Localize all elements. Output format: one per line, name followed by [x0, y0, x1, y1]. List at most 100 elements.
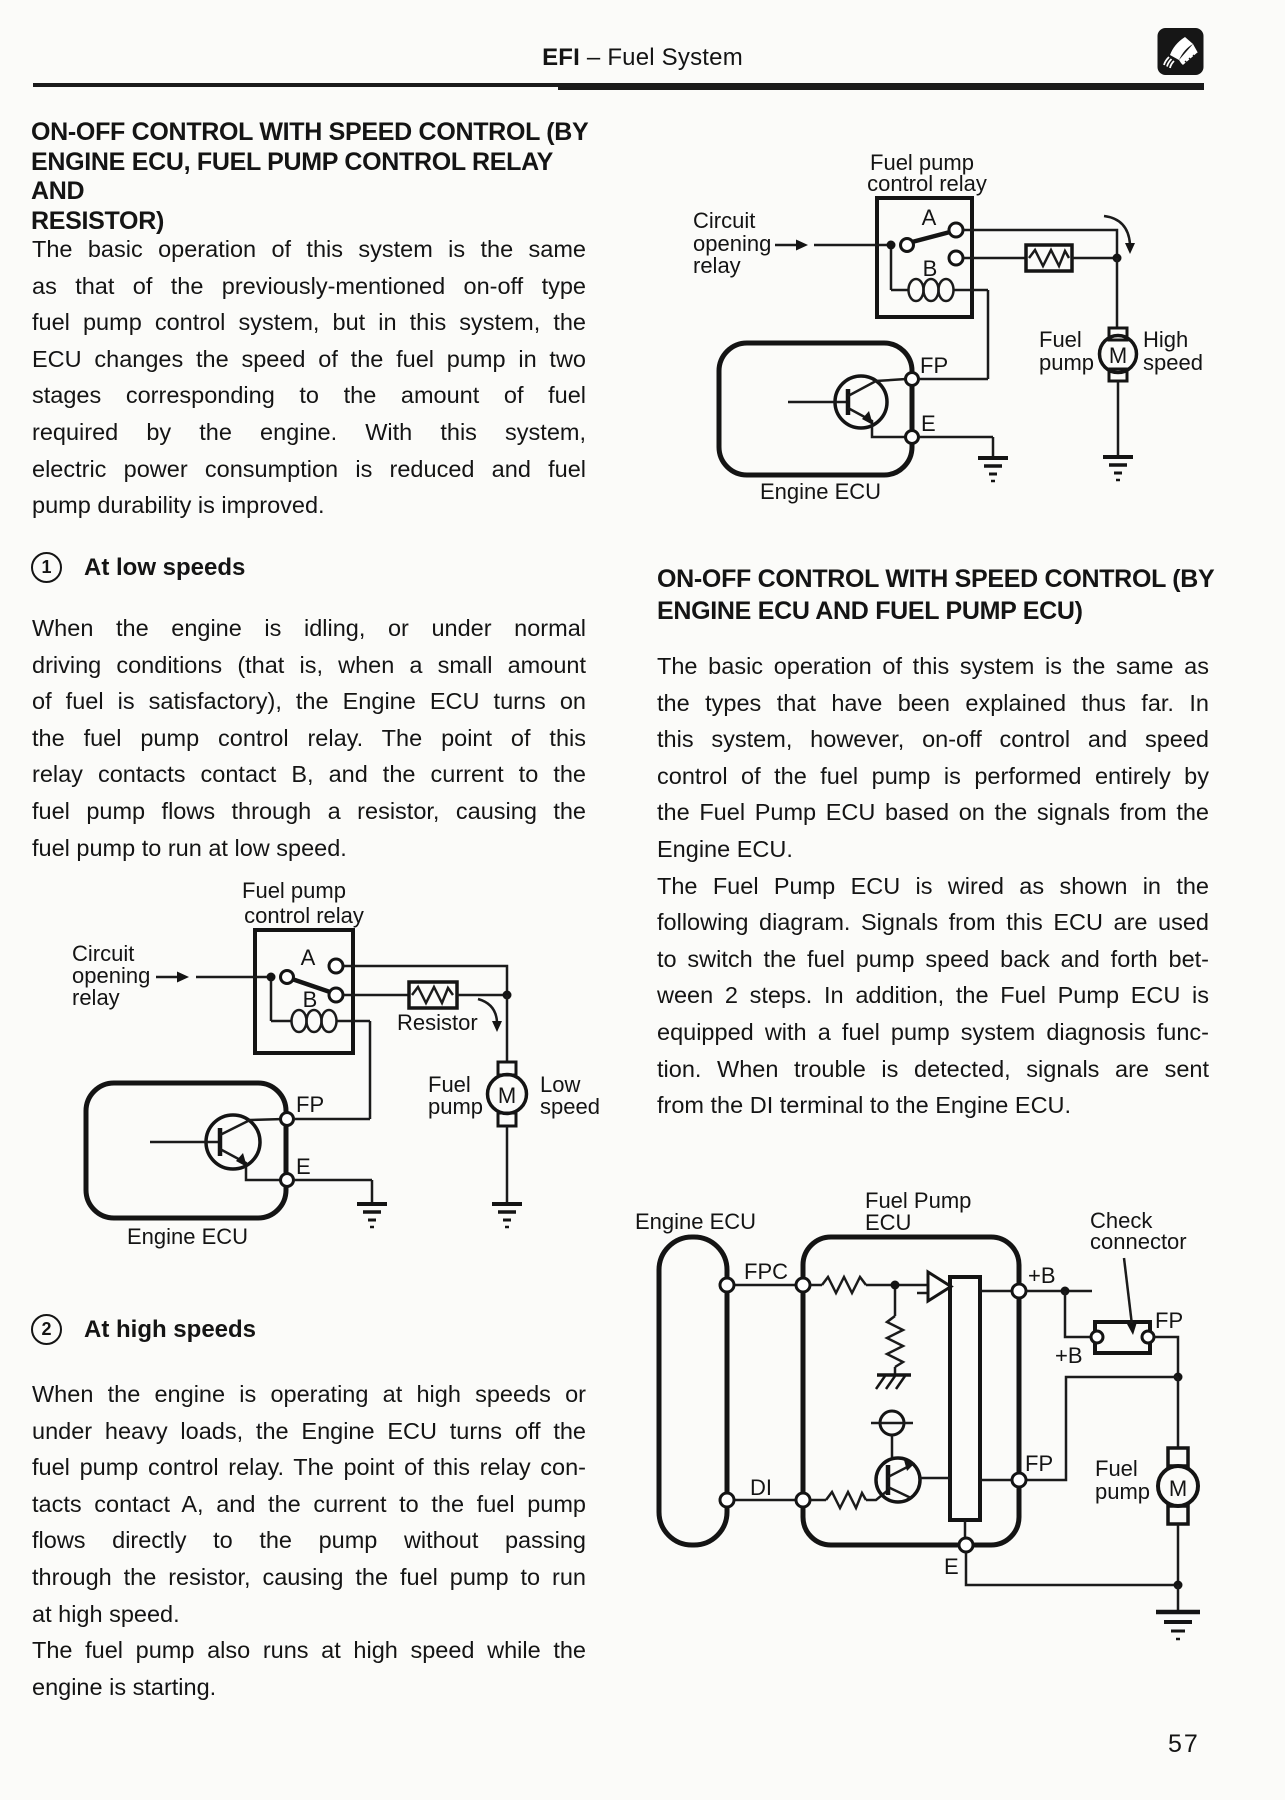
junction-dot: [886, 240, 896, 250]
text-line: from the DI terminal to the Engine ECU.: [657, 1092, 1072, 1119]
contact-a-wire: [963, 228, 1119, 258]
relay-coil: [269, 981, 353, 1034]
text-line: stages corresponding to the amount of fu…: [32, 382, 586, 409]
check-connector-terminal-b: [1089, 1329, 1105, 1345]
ground-icon: [1156, 1609, 1200, 1641]
e-terminal: [904, 429, 920, 445]
right-paragraph-4: The basic operation of this system is th…: [657, 648, 1209, 1124]
engine-ecu-box: [656, 1234, 730, 1548]
text-line: fuel pump flows through a resistor, caus…: [32, 797, 586, 824]
circled-number-2: 2: [31, 1314, 62, 1345]
text-line: the fuel pump control relay. The point o…: [32, 724, 586, 751]
page-header-title: EFI – Fuel System: [0, 44, 1285, 72]
transistor-icon: [150, 1113, 285, 1182]
pump-label-1: Fuel: [1095, 1456, 1138, 1481]
pump-label-2: pump: [428, 1094, 483, 1119]
text-line: The fuel pump also runs at high speed wh…: [32, 1637, 586, 1664]
resistor-box: [407, 980, 459, 1010]
text-line: When the engine is operating at high spe…: [32, 1381, 586, 1407]
left-paragraph-1: The basic operation of this system is th…: [32, 231, 586, 524]
fpc-label: FPC: [744, 1259, 788, 1284]
check-plus-b-label: +B: [1055, 1343, 1083, 1368]
engine-ecu-label: Engine ECU: [760, 479, 881, 504]
relay-coil: [889, 249, 972, 303]
di-terminal-engine: [718, 1491, 736, 1509]
check-connector-label-2: connector: [1090, 1229, 1187, 1254]
pump-label-2: pump: [1039, 350, 1094, 375]
e-terminal-label: E: [944, 1554, 959, 1579]
circuit-opening-relay-source-high: Circuit opening relay: [693, 208, 887, 278]
text-line: under heavy loads, the Engine ECU turns …: [32, 1417, 586, 1444]
fuel-pump-motor-high: M Fuel pump High speed: [1039, 326, 1203, 482]
contact-b-point: [947, 249, 965, 267]
e-ground-wiring: E: [944, 1520, 1200, 1641]
fpc-signal-line: FPC: [718, 1259, 927, 1296]
source-label-2: opening: [693, 231, 771, 256]
fuel-pump-ecu-box: [800, 1234, 1022, 1548]
resistor-zigzag-icon: [821, 1274, 867, 1296]
motor-m-label: M: [498, 1083, 516, 1108]
relay-label-line2: control relay: [244, 903, 364, 928]
source-label-3: relay: [72, 985, 120, 1010]
relay-label-line2: control relay: [867, 171, 987, 196]
fp-output-wiring: FP: [980, 1335, 1183, 1489]
down-arrow-icon: [1125, 243, 1135, 254]
text-line: through the resistor, causing the fuel p…: [32, 1563, 586, 1590]
diagram-high-speed: Fuel pump control relay A B Circuit open…: [693, 150, 1203, 504]
motor-m-label: M: [1109, 343, 1127, 368]
plus-b-label: +B: [1028, 1263, 1056, 1288]
contact-a-label: A: [922, 205, 937, 230]
source-label-3: relay: [693, 253, 741, 278]
resistor-zigzag-icon: [1028, 247, 1071, 270]
engine-ecu-label: Engine ECU: [127, 1224, 248, 1249]
e-terminal-label: E: [296, 1154, 311, 1179]
fuel-pump-motor-low: M Fuel pump Low speed: [428, 1060, 600, 1229]
contact-a-point: [947, 221, 965, 239]
high-speed-wiring: [963, 214, 1135, 379]
text-line: of fuel is satisfactory), the Engine ECU…: [32, 688, 586, 715]
header-title-bold: EFI: [542, 44, 581, 71]
engine-ecu-label: Engine ECU: [635, 1209, 756, 1234]
transistor-icon: [874, 1456, 950, 1504]
source-label-1: Circuit: [693, 208, 755, 233]
contact-a-wire: [343, 964, 509, 995]
subheading-at-low-speeds: 1 At low speeds: [31, 552, 245, 583]
contact-b-label: B: [923, 256, 938, 281]
text-line: as that of the previously-mentioned on-o…: [32, 272, 586, 299]
fuel-pump-motor-ecu: M Fuel pump: [1095, 1446, 1200, 1585]
current-flow-arrow: [1103, 214, 1132, 245]
fpc-terminal-ecu: [794, 1276, 812, 1294]
plus-b-terminal: [1010, 1282, 1028, 1300]
e-terminal-label: E: [921, 411, 936, 436]
text-line: fuel pump to run at low speed.: [32, 834, 347, 861]
ground-icon: [357, 1202, 387, 1229]
junction-dot: [890, 1280, 900, 1290]
ground-icon: [492, 1202, 522, 1229]
text-line: tacts contact A, and the current to the …: [32, 1490, 586, 1517]
page-number: 57: [1168, 1730, 1200, 1758]
engine-ecu-high: FP E Engine ECU: [716, 340, 1008, 504]
relay-switch-arm: [911, 229, 951, 245]
di-signal-line: DI: [718, 1475, 888, 1512]
speed-label-2: speed: [1143, 350, 1203, 375]
fuel-pump-ecu-label-1: Fuel Pump: [865, 1188, 971, 1213]
text-line: ON-OFF CONTROL WITH SPEED CONTROL (BY: [657, 565, 1215, 593]
header-title-rest: – Fuel System: [586, 44, 743, 71]
right-arrow-icon: [177, 971, 189, 983]
text-line: electric power consumption is reduced an…: [32, 455, 586, 482]
fpc-terminal-engine: [718, 1276, 736, 1294]
text-line: engine is starting.: [32, 1673, 217, 1700]
text-line: driving conditions (that is, when a smal…: [32, 651, 586, 678]
switch-pivot: [899, 237, 915, 253]
check-connector: +B FP: [1055, 1257, 1183, 1368]
check-fp-label: FP: [1155, 1308, 1183, 1333]
pump-label-1: Fuel: [1039, 327, 1082, 352]
left-paragraph-2: When the engine is idling, or under norm…: [32, 610, 586, 866]
contact-a-label: A: [301, 945, 316, 970]
text-line: ween 2 steps. In addition, the Fuel Pump…: [657, 982, 1209, 1009]
fp-terminal-label: FP: [920, 353, 948, 378]
check-connector-terminal-fp: [1140, 1329, 1156, 1345]
text-line: required by the engine. With this system…: [32, 418, 586, 445]
diagnosis-indicator-icon: [871, 1409, 913, 1458]
